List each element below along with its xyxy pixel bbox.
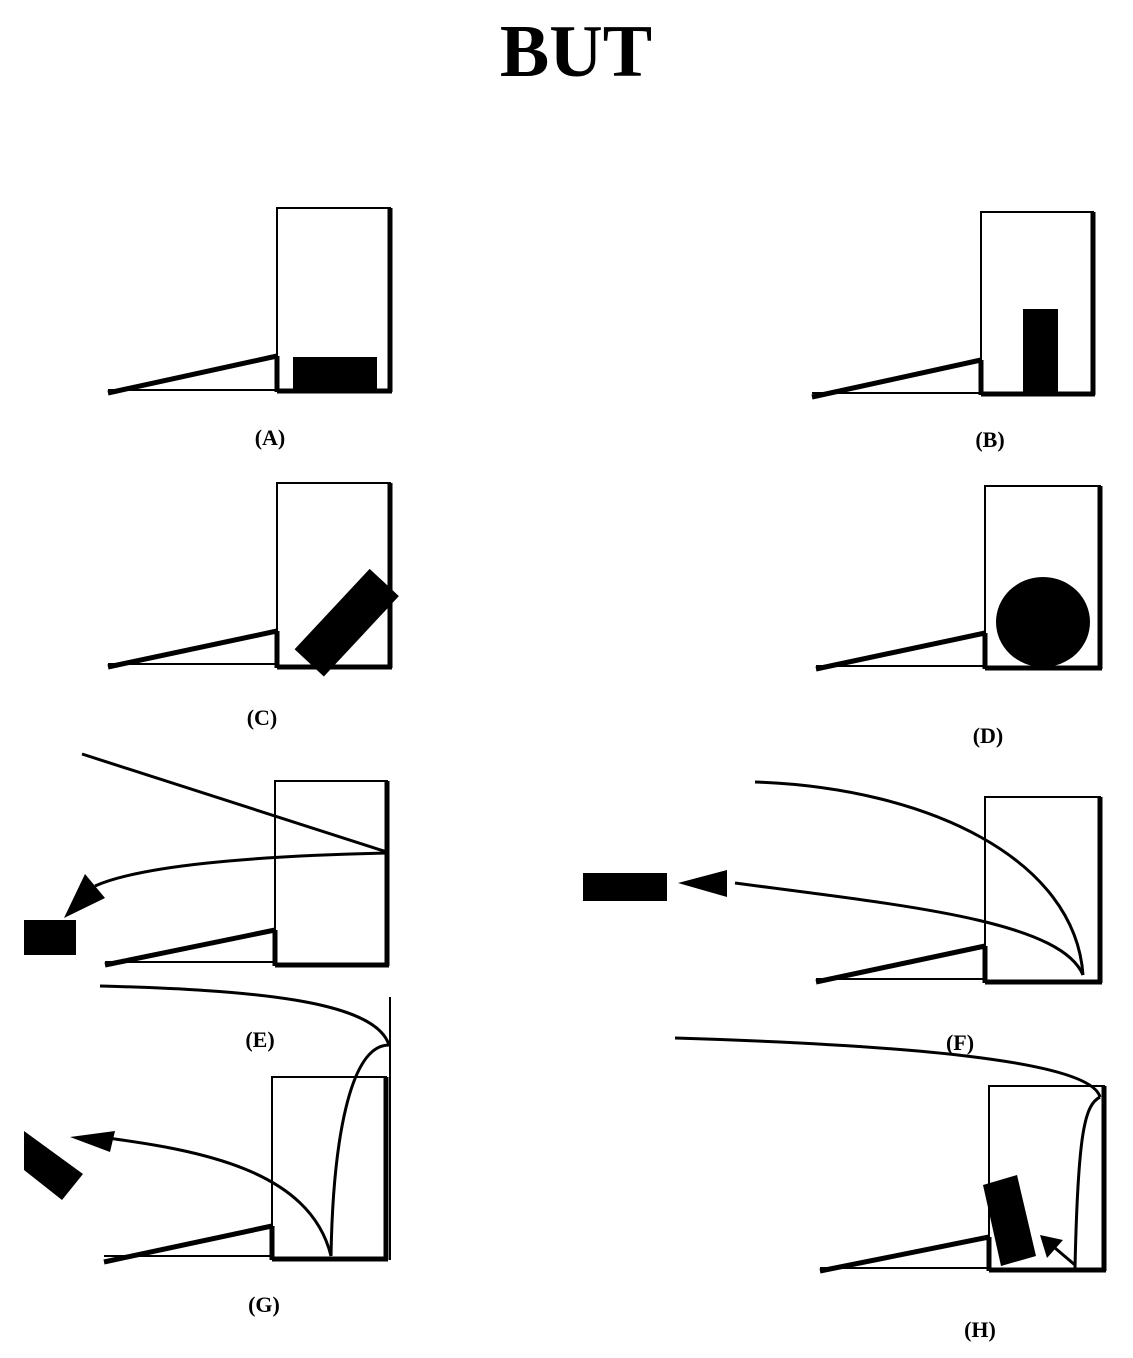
panel-c: (C) xyxy=(107,482,399,730)
panel-label: (F) xyxy=(946,1030,974,1055)
trajectory-in xyxy=(754,780,1085,976)
panel-g: (G) xyxy=(24,984,391,1317)
block xyxy=(294,568,399,677)
ball xyxy=(996,577,1090,667)
arrowhead-icon xyxy=(70,1131,115,1152)
trajectory-bounce xyxy=(329,1043,390,1257)
ramp xyxy=(104,927,276,968)
trajectory-bounce xyxy=(1073,1095,1101,1269)
panel-label: (B) xyxy=(975,427,1004,452)
panel-d: (D) xyxy=(815,485,1103,748)
arrowhead-icon xyxy=(678,870,727,897)
panel-h: (H) xyxy=(674,1036,1107,1342)
block xyxy=(1023,309,1058,395)
block xyxy=(24,920,76,955)
block xyxy=(293,357,377,391)
block xyxy=(583,873,667,901)
panel-e: (E) xyxy=(24,752,390,1052)
ramp xyxy=(107,628,278,670)
panel-label: (E) xyxy=(245,1027,274,1052)
panel-label: (C) xyxy=(247,705,278,730)
trajectory-out xyxy=(734,881,1085,976)
panel-label: (A) xyxy=(255,425,286,450)
title: BUT xyxy=(500,11,652,93)
ramp xyxy=(107,353,278,396)
panel-b: (B) xyxy=(811,211,1096,452)
ramp xyxy=(815,630,986,672)
trajectory-in xyxy=(81,752,388,854)
trajectory-in xyxy=(674,1036,1102,1098)
block xyxy=(24,1131,83,1200)
panel-f: (F) xyxy=(583,780,1103,1055)
panel-label: (G) xyxy=(248,1292,280,1317)
ramp xyxy=(815,943,986,985)
arrowhead-icon xyxy=(1040,1235,1063,1258)
arrowhead-icon xyxy=(64,874,105,918)
trajectory-out xyxy=(99,1135,333,1257)
ramp xyxy=(811,357,982,400)
panel-label: (D) xyxy=(973,723,1004,748)
panel-a: (A) xyxy=(107,207,393,450)
block xyxy=(983,1175,1036,1266)
trajectory-out xyxy=(94,851,388,888)
panel-label: (H) xyxy=(964,1317,996,1342)
trajectory-in xyxy=(99,984,391,1046)
ramp xyxy=(819,1234,990,1274)
